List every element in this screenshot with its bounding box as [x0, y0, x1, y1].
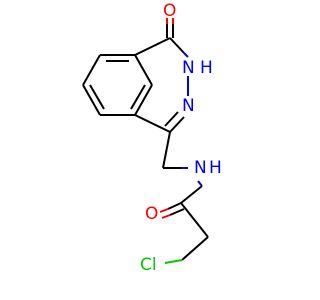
bond-co-o [167, 202, 182, 210]
bond-co-o-red-second [161, 214, 171, 219]
molecule-canvas: O N H N N H O Cl [82, 1, 222, 275]
chlorine-atom: Cl [140, 255, 157, 275]
bond-c1-ch2 [162, 131, 171, 169]
bond-benzene-5-inner [89, 84, 105, 110]
oxygen-atom-amide: O [145, 204, 158, 224]
bond-ch2-cl [164, 259, 183, 264]
bond-c1-c8a [134, 114, 171, 133]
ring-carbonyl [166, 18, 174, 38]
hydrogen-atom-amide: H [209, 158, 222, 178]
bond-ch2-ch2 [181, 236, 209, 261]
bond-benzene-2 [134, 54, 153, 86]
bond-c4-n3 [169, 37, 185, 54]
bond-benzene-5 [82, 84, 101, 116]
bond-benzene-3 [134, 84, 153, 116]
bond-n2-c1 [169, 116, 185, 133]
bond-co-o-second [169, 208, 185, 216]
bond-nh-co [197, 180, 203, 187]
side-chain [159, 131, 209, 264]
pyridazinone-ring [134, 37, 189, 133]
bond-benzene-3-inner [130, 84, 146, 110]
bond-benzene-6 [82, 54, 101, 86]
nitrogen-atom-amide: N [194, 158, 207, 178]
oxygen-atom-top: O [163, 1, 176, 21]
benzene-ring [82, 54, 153, 116]
bond-co-ch2 [180, 202, 209, 238]
bond-c4-n3-n [183, 52, 189, 58]
structure-diagram: O N H N N H O Cl [82, 1, 222, 275]
bond-c4-c4a [134, 37, 171, 56]
nitrogen-atom-ring: N [182, 96, 195, 116]
bond-co-o-red [159, 208, 169, 213]
hydrogen-atom-nh: H [200, 58, 213, 78]
bond-n2-c1-inner [164, 111, 179, 127]
nitrogen-atom-nh: N [182, 58, 195, 78]
bond-nh-co-black [180, 185, 203, 204]
